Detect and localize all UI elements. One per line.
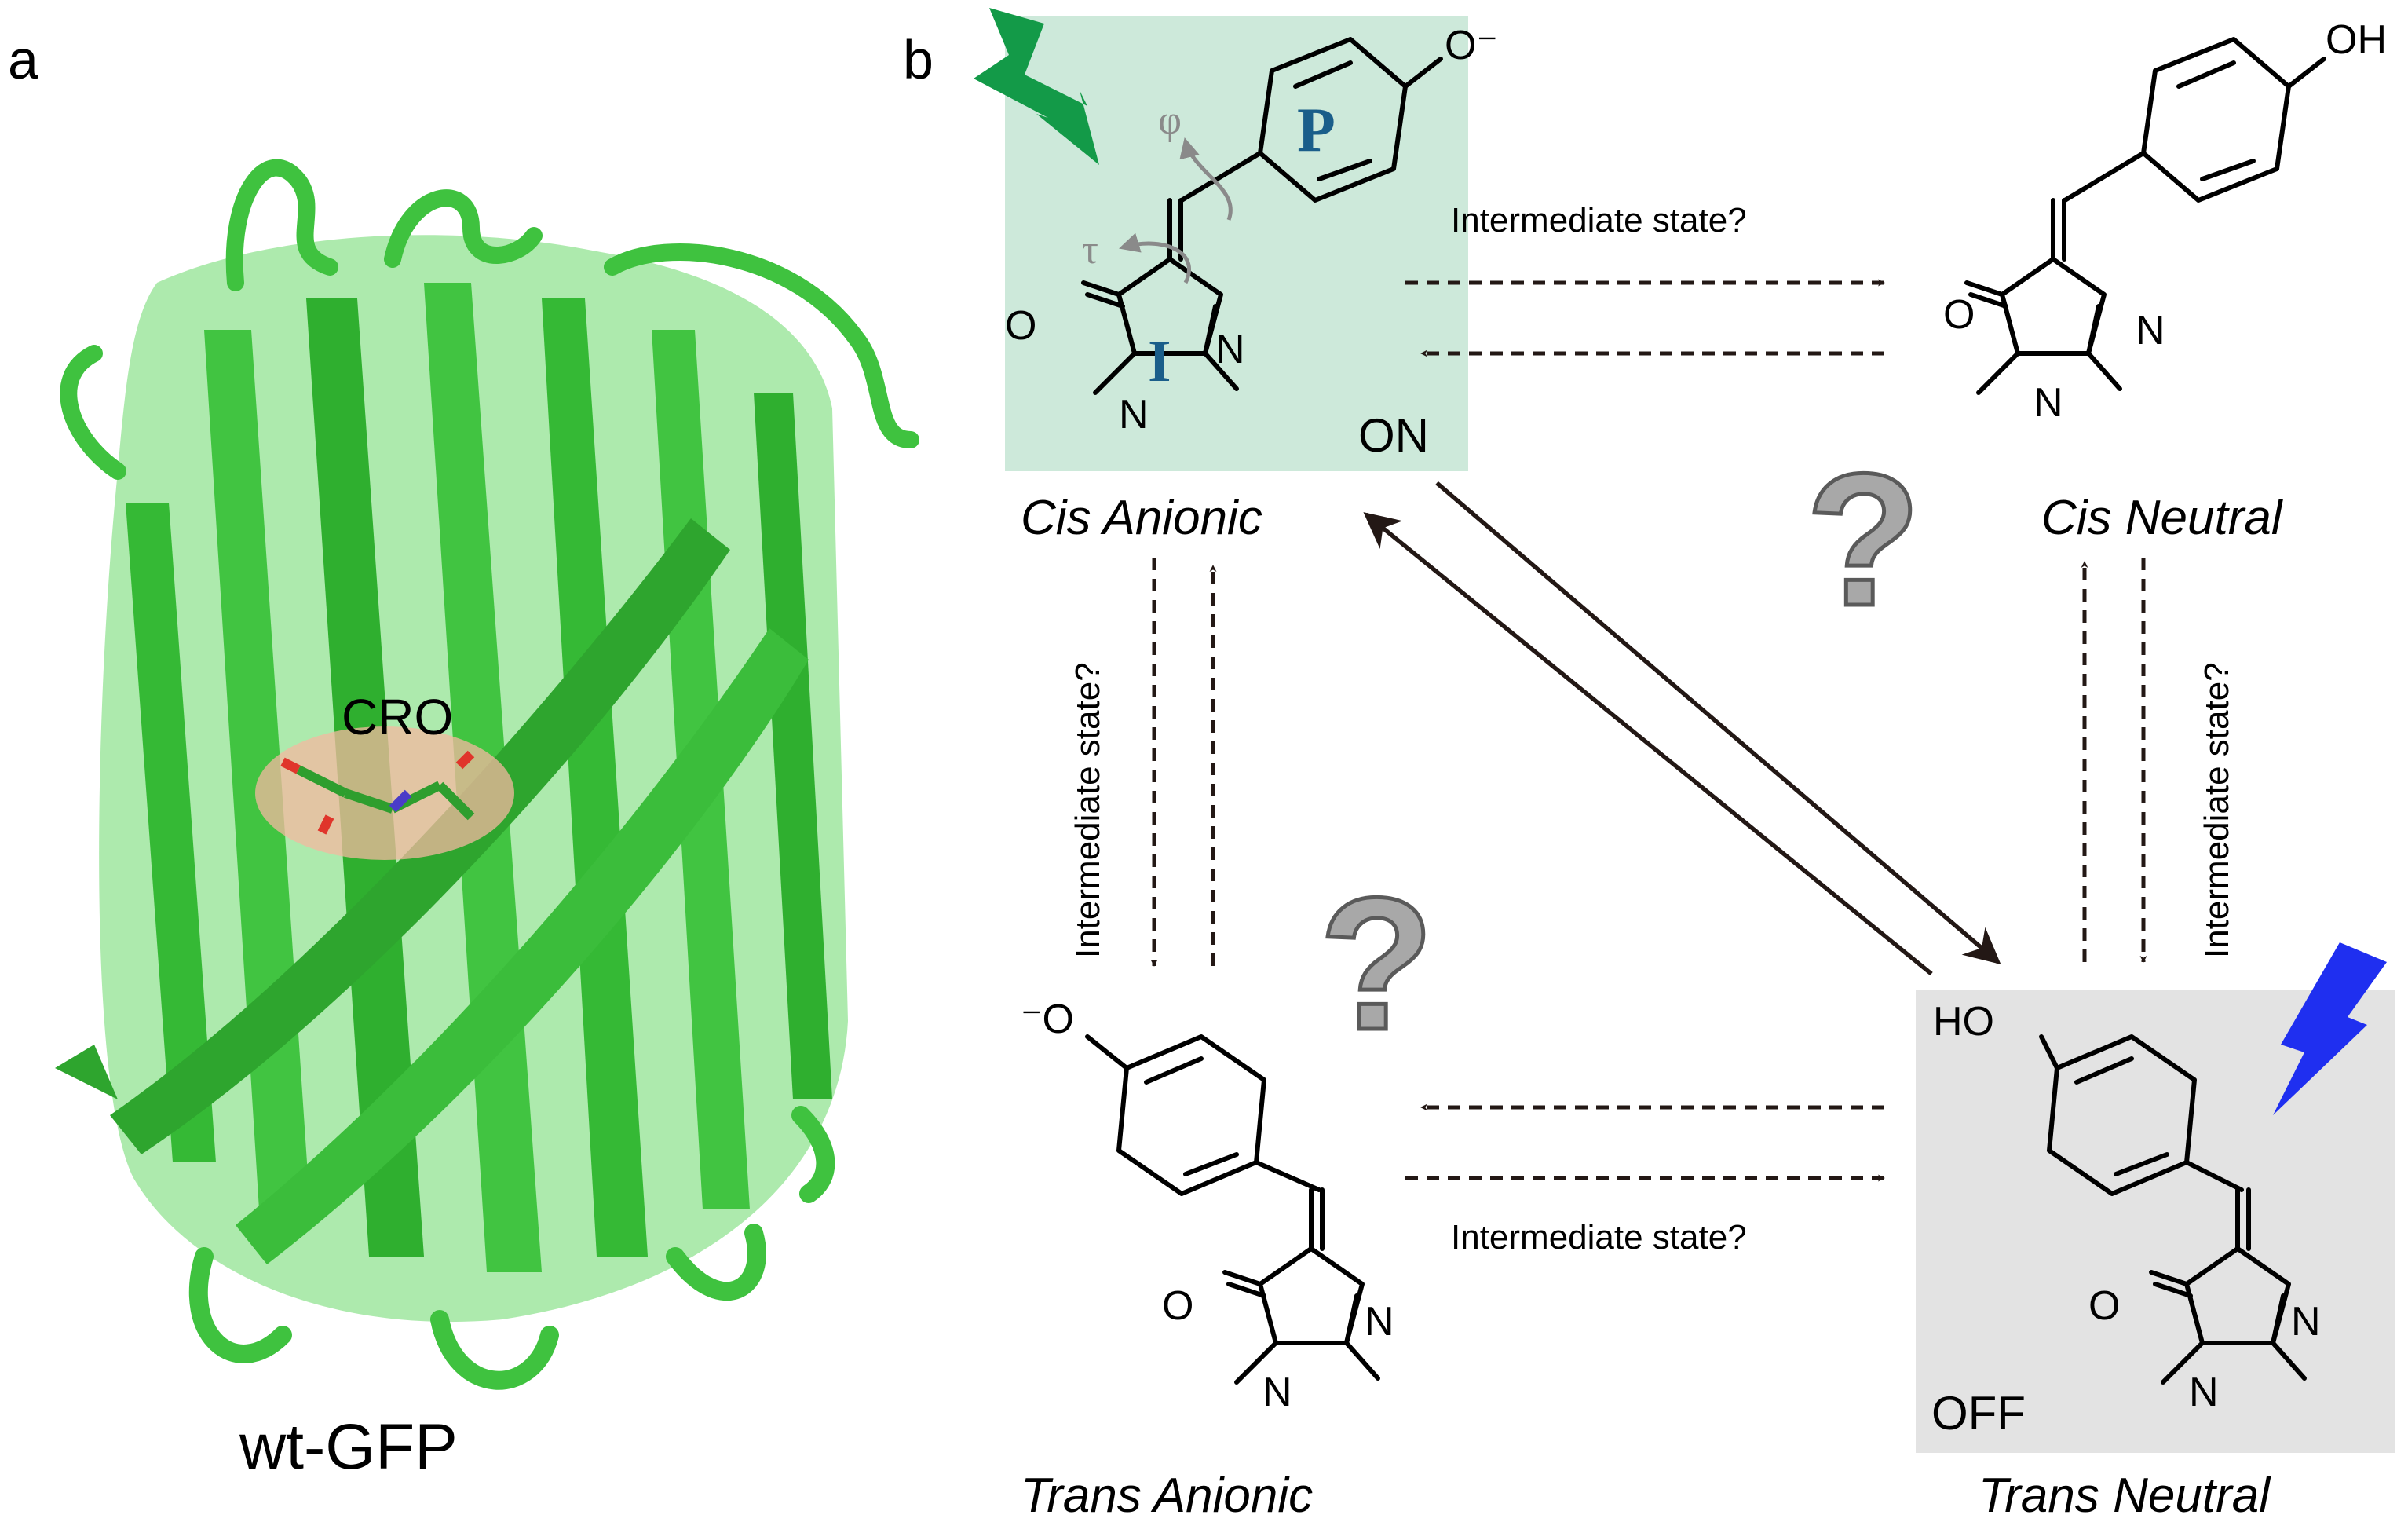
cis-neutral-hydroxyl: OH (2326, 17, 2387, 63)
on-badge: ON (1358, 409, 1429, 462)
cro-label: CRO (342, 689, 453, 745)
trans-neutral-molecule: HO O N N (1933, 999, 2321, 1415)
cis-neutral-n-imine: N (2136, 308, 2165, 353)
trans-neutral-hydroxyl: HO (1933, 999, 1994, 1045)
tau-torsion-arrow (1119, 232, 1191, 284)
question-mark-icon-upper: ? (1806, 434, 1921, 645)
trans-neutral-n-methyl: N (2189, 1370, 2219, 1415)
gfp-protein-ribbon (55, 159, 919, 1390)
top-intermediate-label: Intermediate state? (1451, 201, 1747, 240)
panel-a: a (8, 29, 919, 1483)
off-badge: OFF (1931, 1387, 2026, 1440)
trans-anionic-n-methyl: N (1262, 1370, 1292, 1415)
arrow-trans-neutral-to-cis-anionic (1363, 512, 1933, 976)
bottom-intermediate-label: Intermediate state? (1451, 1218, 1747, 1257)
trans-anionic-carbonyl-o: O (1162, 1283, 1193, 1329)
cis-anionic-n-imine: N (1215, 327, 1245, 372)
panel-b: b O⁻ O N N P I φ τ ON Cis Anionic (903, 8, 2395, 1522)
cis-neutral-molecule: OH O N N (1943, 17, 2387, 426)
trans-anionic-label: Trans Anionic (1021, 1469, 1313, 1522)
phenol-ring-label: P (1297, 96, 1336, 165)
wt-gfp-caption: wt-GFP (239, 1411, 458, 1483)
trans-neutral-label: Trans Neutral (1979, 1469, 2271, 1522)
on-state-box (1005, 16, 1468, 471)
cis-anionic-carbonyl-o: O (1005, 303, 1036, 349)
transition-arrows (1150, 279, 2147, 1182)
cis-neutral-carbonyl-o: O (1943, 292, 1975, 338)
phi-label: φ (1158, 98, 1182, 143)
trans-anionic-n-imine: N (1365, 1299, 1394, 1345)
phi-torsion-arrow (1179, 137, 1233, 221)
panel-a-letter: a (8, 29, 38, 90)
cis-neutral-label: Cis Neutral (2041, 491, 2284, 545)
trans-anionic-oxygen: ⁻O (1021, 997, 1074, 1042)
green-light-bolt-icon (974, 8, 1099, 165)
cis-anionic-label: Cis Anionic (1021, 491, 1262, 545)
cis-anionic-oxygen: O⁻ (1445, 23, 1498, 68)
right-intermediate-label: Intermediate state? (2198, 662, 2236, 958)
left-intermediate-label: Intermediate state? (1069, 662, 1107, 958)
chromophore-sticks (280, 750, 475, 835)
question-mark-icon-lower: ? (1319, 858, 1434, 1069)
panel-b-letter: b (903, 29, 934, 90)
blue-light-bolt-icon (2273, 942, 2387, 1115)
arrow-cis-anionic-to-trans-neutral (1435, 481, 2001, 964)
trans-neutral-n-imine: N (2291, 1299, 2321, 1345)
trans-neutral-carbonyl-o: O (2088, 1283, 2120, 1329)
cis-neutral-n-methyl: N (2033, 380, 2063, 426)
cis-anionic-molecule: O⁻ O N N P I φ τ (1005, 23, 1498, 437)
chromophore-highlight (255, 726, 514, 860)
imidazolinone-ring-label: I (1148, 328, 1171, 394)
trans-anionic-molecule: ⁻O O N N (1021, 997, 1394, 1415)
tau-label: τ (1082, 228, 1098, 273)
cis-anionic-n-methyl: N (1119, 392, 1149, 437)
